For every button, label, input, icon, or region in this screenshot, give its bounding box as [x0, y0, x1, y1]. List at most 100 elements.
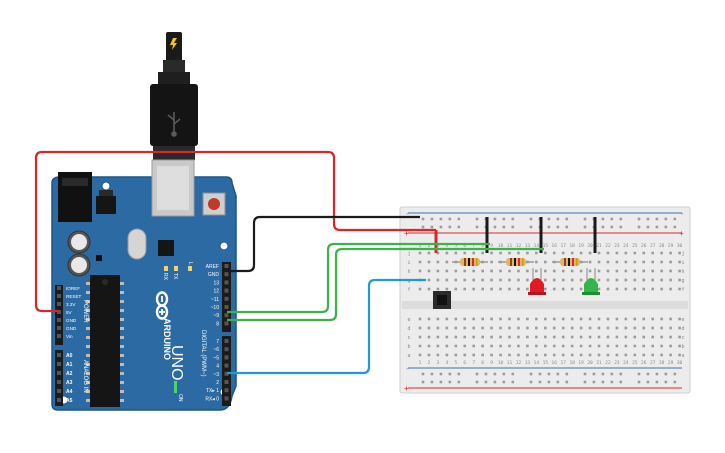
breadboard-hole[interactable]	[463, 269, 467, 273]
breadboard-hole[interactable]	[454, 251, 458, 255]
breadboard-hole[interactable]	[535, 326, 538, 330]
digital-pin-hole[interactable]	[224, 313, 229, 318]
breadboard-hole[interactable]	[436, 251, 440, 255]
rail-hole[interactable]	[592, 372, 596, 376]
breadboard-hole[interactable]	[669, 326, 672, 330]
breadboard-hole[interactable]	[481, 317, 484, 321]
rail-hole[interactable]	[565, 372, 569, 376]
rail-hole[interactable]	[673, 372, 677, 376]
rail-hole[interactable]	[493, 225, 497, 229]
breadboard[interactable]: - + - + - + 1122334455667788991010111112…	[399, 206, 691, 394]
breadboard-hole[interactable]	[445, 317, 449, 321]
breadboard-hole[interactable]	[490, 326, 493, 330]
breadboard-hole[interactable]	[678, 251, 681, 255]
breadboard-hole[interactable]	[678, 278, 681, 282]
rail-hole[interactable]	[655, 372, 659, 376]
digital-pin-hole[interactable]	[224, 355, 229, 360]
pushbutton[interactable]	[433, 291, 451, 309]
breadboard-hole[interactable]	[678, 287, 681, 291]
breadboard-hole[interactable]	[624, 335, 628, 339]
breadboard-hole[interactable]	[624, 278, 628, 282]
breadboard-hole[interactable]	[552, 353, 556, 357]
breadboard-hole[interactable]	[633, 317, 637, 321]
rail-hole[interactable]	[511, 225, 515, 229]
breadboard-hole[interactable]	[445, 344, 449, 348]
power-pin-hole[interactable]	[57, 326, 61, 330]
breadboard-hole[interactable]	[454, 317, 458, 321]
rail-hole[interactable]	[547, 225, 551, 229]
breadboard-hole[interactable]	[552, 344, 556, 348]
breadboard-hole[interactable]	[427, 287, 431, 291]
breadboard-hole[interactable]	[472, 344, 475, 348]
breadboard-hole[interactable]	[660, 317, 663, 321]
rail-hole[interactable]	[565, 380, 569, 384]
breadboard-hole[interactable]	[508, 353, 511, 357]
breadboard-hole[interactable]	[606, 251, 610, 255]
breadboard-hole[interactable]	[481, 269, 484, 273]
rail-hole[interactable]	[646, 380, 650, 384]
breadboard-hole[interactable]	[472, 251, 475, 255]
rail-hole[interactable]	[610, 372, 614, 376]
digital-pin-hole[interactable]	[224, 296, 229, 301]
rail-hole[interactable]	[637, 217, 641, 221]
breadboard-hole[interactable]	[570, 326, 574, 330]
rail-hole[interactable]	[583, 217, 587, 221]
rail-hole[interactable]	[529, 372, 533, 376]
breadboard-hole[interactable]	[597, 287, 601, 291]
rail-hole[interactable]	[547, 217, 551, 221]
breadboard-hole[interactable]	[463, 353, 467, 357]
digital-pin-hole[interactable]	[224, 280, 229, 285]
breadboard-hole[interactable]	[427, 344, 431, 348]
breadboard-hole[interactable]	[579, 269, 583, 273]
breadboard-hole[interactable]	[472, 326, 475, 330]
breadboard-hole[interactable]	[472, 317, 475, 321]
breadboard-hole[interactable]	[588, 251, 592, 255]
breadboard-hole[interactable]	[642, 326, 646, 330]
rail-hole[interactable]	[439, 225, 443, 229]
power-pin-hole[interactable]	[57, 294, 61, 298]
rail-hole[interactable]	[619, 372, 623, 376]
breadboard-hole[interactable]	[418, 260, 422, 264]
rail-hole[interactable]	[601, 225, 605, 229]
rail-hole[interactable]	[556, 225, 560, 229]
breadboard-hole[interactable]	[454, 278, 458, 282]
breadboard-hole[interactable]	[606, 344, 610, 348]
breadboard-hole[interactable]	[660, 260, 663, 264]
breadboard-hole[interactable]	[642, 287, 646, 291]
breadboard-hole[interactable]	[615, 317, 619, 321]
breadboard-hole[interactable]	[579, 326, 583, 330]
rail-hole[interactable]	[421, 217, 425, 221]
breadboard-hole[interactable]	[606, 278, 610, 282]
rail-hole[interactable]	[547, 372, 551, 376]
breadboard-hole[interactable]	[651, 269, 654, 273]
breadboard-hole[interactable]	[570, 317, 574, 321]
breadboard-hole[interactable]	[499, 326, 502, 330]
breadboard-hole[interactable]	[552, 335, 556, 339]
breadboard-hole[interactable]	[597, 251, 601, 255]
breadboard-hole[interactable]	[463, 251, 467, 255]
breadboard-hole[interactable]	[526, 251, 529, 255]
resistor-3[interactable]	[552, 258, 588, 266]
breadboard-hole[interactable]	[624, 326, 628, 330]
breadboard-hole[interactable]	[445, 260, 449, 264]
analog-pin-hole[interactable]	[57, 362, 61, 366]
rail-hole[interactable]	[448, 380, 452, 384]
breadboard-hole[interactable]	[535, 344, 538, 348]
breadboard-hole[interactable]	[517, 269, 520, 273]
breadboard-hole[interactable]	[579, 353, 583, 357]
digital-pin-hole[interactable]	[224, 363, 229, 368]
breadboard-hole[interactable]	[535, 251, 538, 255]
breadboard-hole[interactable]	[499, 269, 502, 273]
rail-hole[interactable]	[430, 380, 434, 384]
breadboard-hole[interactable]	[490, 317, 493, 321]
breadboard-hole[interactable]	[517, 353, 520, 357]
rail-hole[interactable]	[484, 380, 488, 384]
breadboard-hole[interactable]	[561, 344, 565, 348]
breadboard-hole[interactable]	[552, 269, 556, 273]
breadboard-hole[interactable]	[633, 326, 637, 330]
breadboard-hole[interactable]	[597, 317, 601, 321]
breadboard-hole[interactable]	[597, 335, 601, 339]
breadboard-hole[interactable]	[633, 251, 637, 255]
breadboard-hole[interactable]	[508, 344, 511, 348]
breadboard-hole[interactable]	[597, 269, 601, 273]
